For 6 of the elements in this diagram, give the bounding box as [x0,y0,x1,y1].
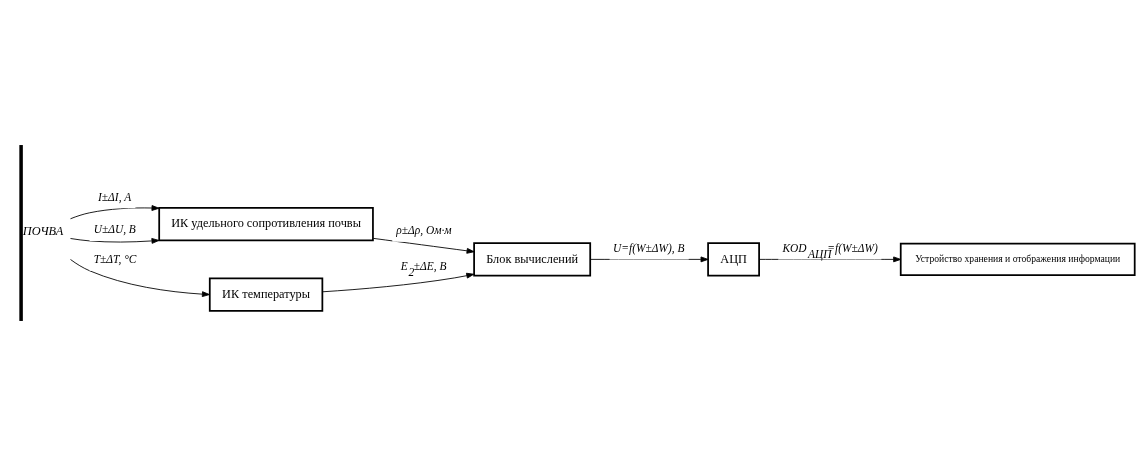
edge-label: U=f(W±ΔW), В [613,241,685,254]
edge-label: ρ±Δρ, Ом·м [396,223,452,236]
node-label: ПОЧВА [22,223,64,238]
edge-label: I±ΔI, A [98,190,132,203]
edge-label: T±ΔT, °C [93,252,137,265]
edge-label: U±ΔU, В [93,222,136,235]
